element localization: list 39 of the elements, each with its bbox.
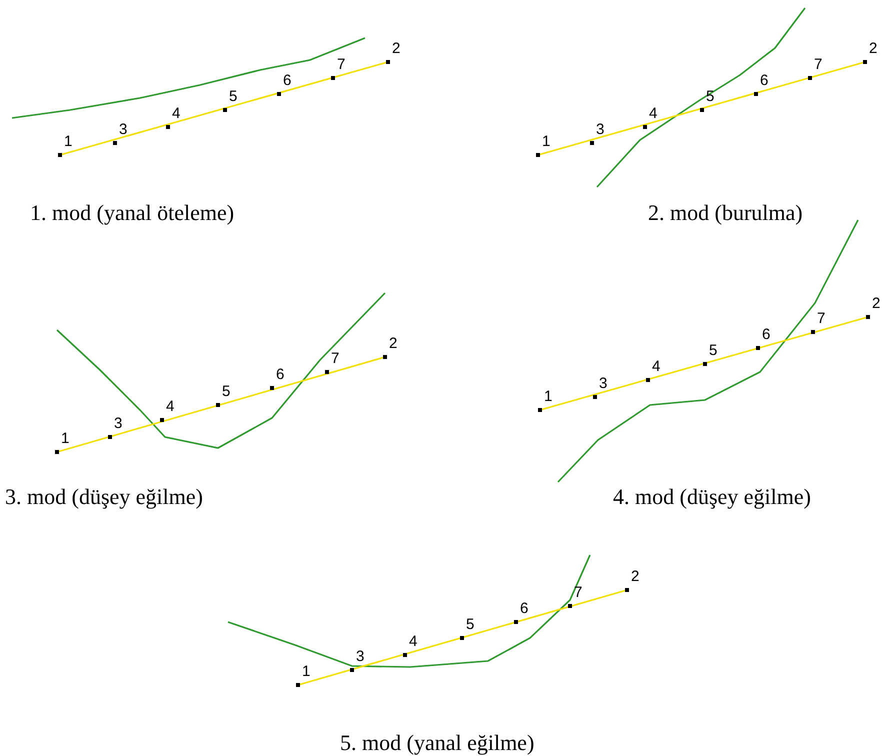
point-number: 5 [229, 89, 238, 104]
point-number: 5 [222, 384, 230, 399]
point-number: 5 [466, 617, 474, 632]
point-number: 2 [389, 336, 398, 351]
figure-caption: 3. mod (düşey eğilme) [5, 485, 203, 509]
point-number: 6 [276, 367, 284, 382]
point-number: 4 [172, 106, 180, 121]
point-number: 2 [869, 41, 878, 56]
figure-caption: 4. mod (düşey eğilme) [613, 485, 811, 509]
point-number: 3 [119, 122, 128, 137]
point-number: 3 [599, 376, 608, 391]
point-number: 7 [817, 311, 826, 326]
figure-caption: 1. mod (yanal öteleme) [30, 201, 234, 225]
point-number: 2 [872, 296, 880, 311]
point-number: 7 [814, 57, 822, 72]
point-number: 4 [652, 359, 660, 374]
point-number: 4 [409, 634, 418, 649]
point-number: 1 [64, 134, 72, 149]
point-number: 6 [283, 73, 292, 88]
point-number: 5 [709, 343, 718, 358]
point-number: 7 [331, 351, 340, 366]
point-number: 7 [337, 57, 346, 72]
point-number: 3 [356, 649, 364, 664]
point-number: 4 [166, 399, 174, 414]
figure-caption: 2. mod (burulma) [648, 201, 803, 225]
point-number: 1 [544, 389, 552, 404]
point-number: 4 [649, 106, 658, 121]
point-number: 6 [760, 73, 768, 88]
point-number: 6 [520, 601, 528, 616]
point-number: 2 [392, 41, 400, 56]
point-number: 6 [762, 327, 770, 342]
point-number: 3 [114, 416, 122, 431]
point-number: 2 [631, 569, 640, 584]
point-number: 1 [302, 664, 310, 679]
point-number: 3 [596, 122, 604, 137]
figure-caption: 5. mod (yanal eğilme) [340, 731, 534, 755]
point-number: 1 [61, 431, 70, 446]
point-number: 1 [542, 134, 550, 149]
point-number: 7 [574, 585, 582, 600]
